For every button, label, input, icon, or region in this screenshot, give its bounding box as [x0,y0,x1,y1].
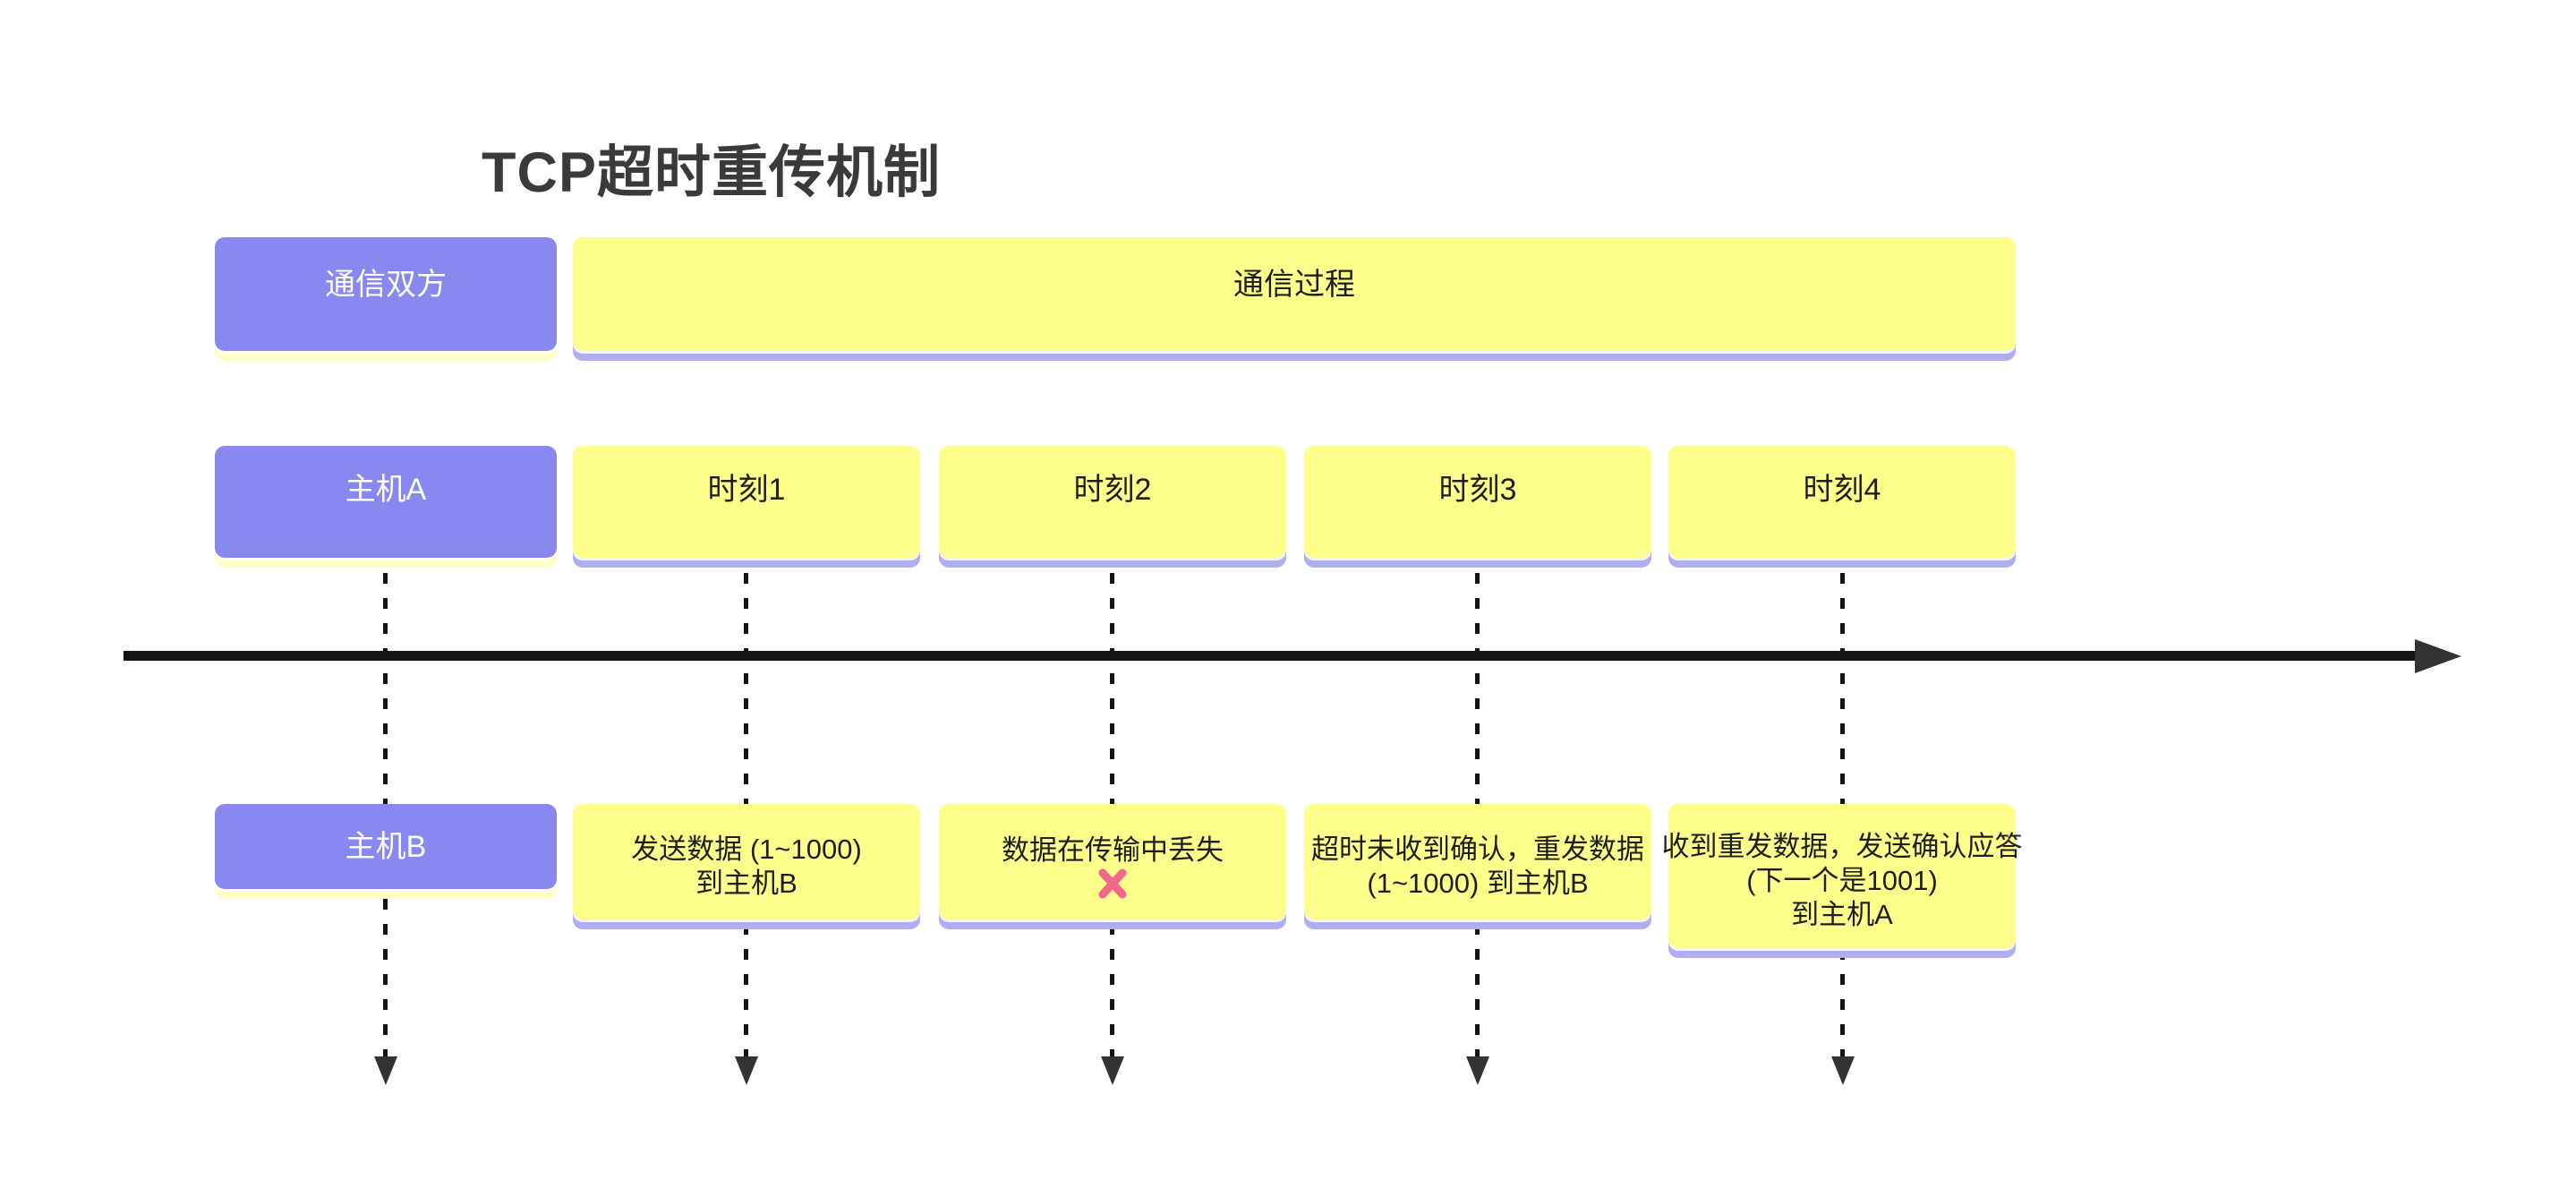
cross-mark-icon [1098,868,1127,899]
row3-step2-box: 数据在传输中丢失 [939,804,1286,919]
diagram-title: TCP超时重传机制 [482,141,941,204]
row3-step4-line2: (下一个是1001) [1746,864,1938,896]
row3-step1-line2: 到主机B [695,867,798,899]
down-arrowhead-icon [735,1056,758,1085]
row3-step4-line1: 收到重发数据，发送确认应答 [1661,830,2023,862]
row2-time3-box: 时刻3 [1304,446,1651,558]
row2-time2-box: 时刻2 [939,446,1286,558]
row3-step3-line1: 超时未收到确认，重发数据 [1311,833,1644,865]
down-arrowhead-icon [1831,1056,1855,1085]
row2-time4-label: 时刻4 [1803,473,1881,507]
row3-step4-box: 收到重发数据，发送确认应答 (下一个是1001) 到主机A [1662,804,2023,948]
row3-step4-line3: 到主机A [1791,898,1893,930]
timeline-axis [124,651,2417,661]
down-arrowhead-icon [1466,1056,1489,1085]
row3-step2-line1: 数据在传输中丢失 [1002,834,1224,866]
row2-time2-label: 时刻2 [1073,473,1152,507]
row2-time4-box: 时刻4 [1668,446,2016,558]
row1-process-box: 通信过程 [573,237,2016,351]
row1-parties-box: 通信双方 [215,237,557,351]
row1-process-label: 通信过程 [1233,268,1355,302]
row3-hostB-label: 主机B [345,829,427,864]
row2-time1-label: 时刻1 [707,473,786,507]
down-arrowhead-icon [374,1056,397,1085]
row3-step3-box: 超时未收到确认，重发数据 (1~1000) 到主机B [1304,804,1651,919]
row3-step1-line1: 发送数据 (1~1000) [631,833,862,865]
row2-time1-box: 时刻1 [573,446,920,558]
row3-hostB-box: 主机B [215,804,557,889]
down-arrowhead-icon [1101,1056,1124,1085]
row2-hostA-label: 主机A [345,473,427,507]
row2-hostA-box: 主机A [215,446,557,558]
timeline-arrowhead-icon [2415,639,2461,673]
row2-time3-label: 时刻3 [1438,473,1517,507]
row1-parties-label: 通信双方 [325,268,447,302]
row3-step3-line2: (1~1000) 到主机B [1367,867,1589,899]
row3-step1-box: 发送数据 (1~1000) 到主机B [573,804,920,919]
